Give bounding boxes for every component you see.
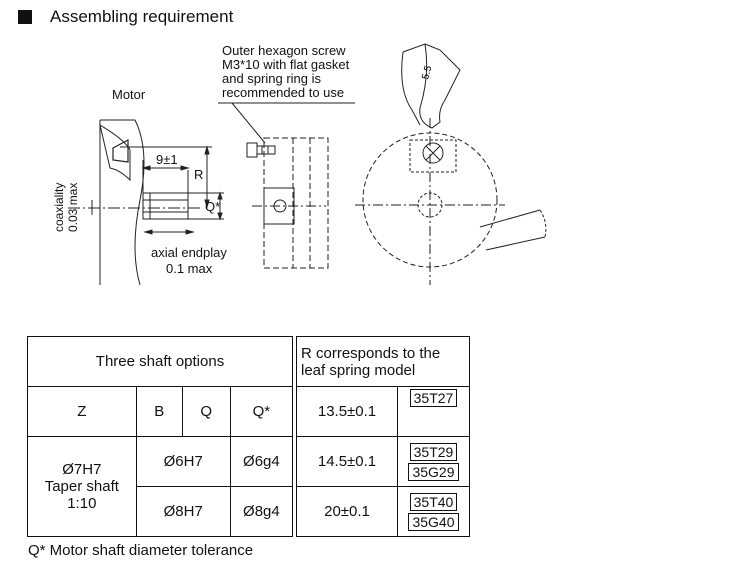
shaft-table-title: Three shaft options: [27, 336, 293, 387]
z-cell: Ø7H7 Taper shaft 1:10: [27, 436, 137, 537]
bq-cell-1: Ø6H7: [135, 436, 231, 487]
r-dimension: R: [194, 167, 204, 182]
screw-note-line-3: and spring ring is: [222, 71, 321, 86]
assembly-drawing: 5.5: [68, 43, 547, 286]
section-title: Assembling requirement: [50, 7, 234, 26]
motor-body: [99, 119, 145, 286]
r-value-1: 13.5±0.1: [296, 386, 398, 437]
model-tag: 35T29: [409, 442, 458, 461]
model-tag: 35G40: [408, 512, 459, 531]
wrench-icon: [402, 43, 461, 129]
spring-table-title: R corresponds to the leaf spring model: [296, 336, 470, 387]
wrench-size-label: 5.5: [420, 64, 434, 81]
header-qstar: Q*: [229, 386, 294, 437]
model-tag: 35T40: [409, 492, 458, 511]
model-tag: 35G29: [408, 462, 459, 481]
header-q: Q: [181, 386, 231, 437]
motor-label: Motor: [112, 87, 146, 102]
leaf-spring-table: R corresponds to the leaf spring model 1…: [296, 336, 470, 537]
qstar-cell-1: Ø6g4: [229, 436, 294, 487]
coaxiality-label-2: 0.03 max: [66, 182, 80, 232]
screw-note-line-1: Outer hexagon screw: [222, 43, 346, 58]
r-value-2: 14.5±0.1: [296, 436, 398, 487]
model-cell-3: 35T40 35G40: [397, 486, 470, 537]
screw-note-line-4: recommended to use: [222, 85, 345, 100]
screw-note-line-2: M3*10 with flat gasket: [222, 57, 350, 72]
header-b: B: [135, 386, 183, 437]
endplay-label-1: axial endplay: [151, 245, 227, 260]
z-ratio: 1:10: [67, 495, 97, 512]
length-dimension: 9±1: [156, 152, 178, 167]
section-marker-icon: [18, 10, 32, 24]
q-dimension: Q*: [205, 199, 221, 214]
r-value-3: 20±0.1: [296, 486, 398, 537]
model-cell-1: 35T27: [397, 386, 470, 437]
z-type: Taper shaft: [44, 478, 119, 495]
model-cell-2: 35T29 35G29: [397, 436, 470, 487]
header-z: Z: [27, 386, 137, 437]
model-tag: 35T27: [409, 389, 458, 407]
z-value: Ø7H7: [62, 461, 102, 478]
footnote: Q* Motor shaft diameter tolerance: [28, 542, 254, 559]
coaxiality-label-1: coaxiality: [52, 182, 66, 232]
shaft-options-table: Three shaft options Z B Q Q* Ø7H7 Taper …: [27, 336, 294, 537]
qstar-cell-2: Ø8g4: [229, 486, 294, 537]
bq-cell-2: Ø8H7: [135, 486, 231, 537]
endplay-label-2: 0.1 max: [166, 261, 213, 276]
